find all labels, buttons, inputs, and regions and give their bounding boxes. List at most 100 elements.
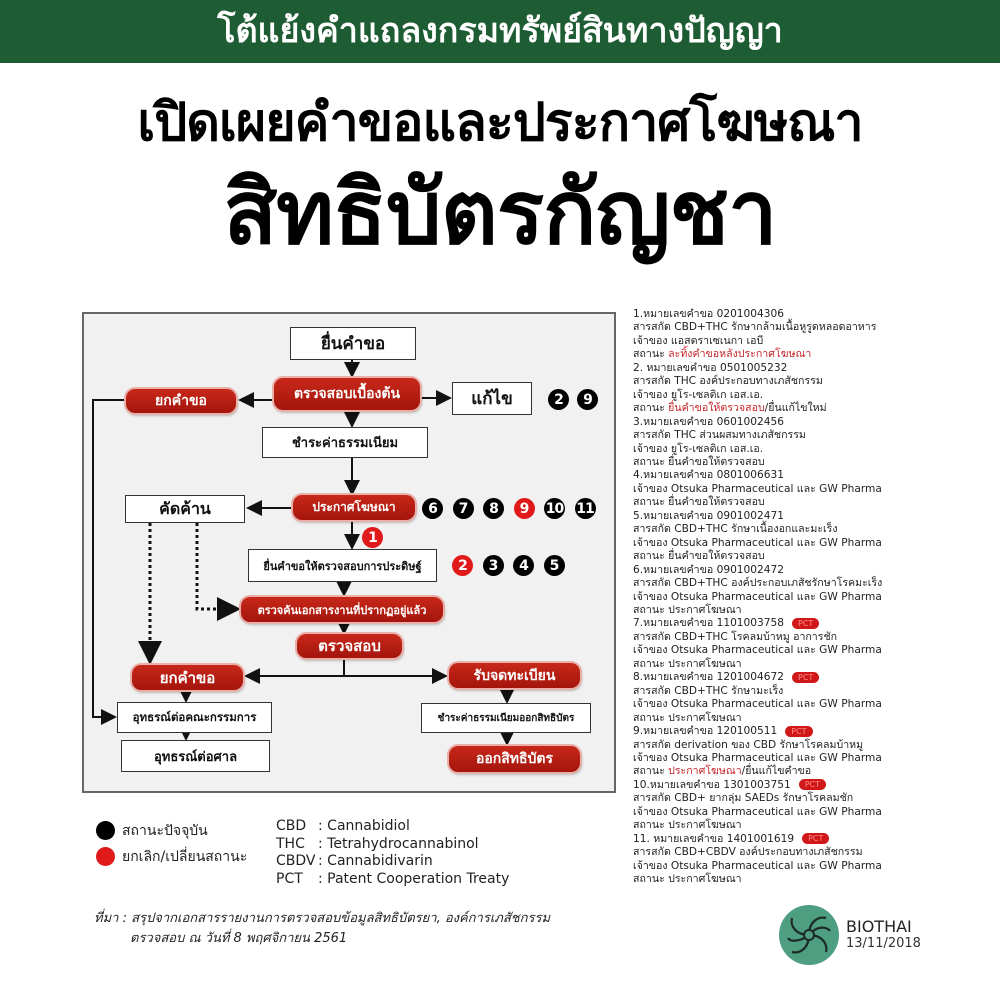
application-status: สถานะ ละทิ้งคำขอหลังประกาศโฆษณา [633,348,933,361]
application-title: 6.หมายเลขคำขอ 0901002472 [633,564,933,577]
pct-badge: PCT [798,779,827,791]
application-number-badge: 3 [482,555,504,576]
application-number-badge: 11 [574,498,596,519]
brand-date: 13/11/2018 [846,936,921,951]
application-title: 2. หมายเลขคำขอ 0501005232 [633,362,933,375]
node-grant: ออกสิทธิบัตร [449,746,580,772]
application-number-badge: 1 [362,527,383,548]
pct-badge: PCT [785,725,813,737]
abbreviation-definition: : Tetrahydrocannabinol [318,835,479,852]
application-title: 1.หมายเลขคำขอ 0201004306 [633,308,933,321]
application-number-badge: 2 [452,555,473,576]
source-line-2: ตรวจสอบ ณ วันที่ 8 พฤศจิกายน 2561 [130,931,348,946]
arrow [92,399,125,725]
application-extract: สารสกัด THC ส่วนผสมทางเภสัชกรรม [633,429,806,442]
node-prior-art-search: ตรวจค้นเอกสารงานที่ปรากฏอยู่แล้ว [241,597,443,622]
abbreviation: PCT [276,870,303,887]
application-title: 5.หมายเลขคำขอ 0901002471 [633,510,933,523]
status-label: สถานะ [633,348,669,361]
status-label: สถานะ ยื่นคำขอให้ตรวจสอบ [633,455,765,468]
application-number: 1.หมายเลขคำขอ 0201004306 [633,308,784,320]
application-status: สถานะ ประกาศโฆษณา [633,819,933,832]
application-number: 11. หมายเลขคำขอ 1401001619 [633,832,795,845]
abbreviation: CBD [276,818,307,834]
application-number-badge: 8 [483,498,504,519]
status-changed: ละทิ้งคำขอหลังประกาศโฆษณา [668,348,812,361]
application-number-badge: 5 [543,555,565,576]
application-owner: เจ้าของ Otsuka Pharmaceutical และ GW Pha… [633,590,882,603]
application-number-badge: 2 [548,389,569,410]
legend-changed: ยกเลิก/เปลี่ยนสถานะ [122,849,248,865]
application-number: 8.หมายเลขคำขอ 1201004672 [633,671,784,684]
application-status: สถานะ ยื่นคำขอให้ตรวจสอบ [633,456,933,469]
abbreviation-row: CBD: Cannabidiol [276,818,509,836]
node-oppose: คัดค้าน [125,495,245,523]
application-owner: เจ้าของ ยูโร-เซลติเก เอส.เอ. [633,442,764,455]
application-extract: สารสกัด derivation ของ CBD รักษาโรคลมบ้า… [633,738,864,751]
node-reject-bottom: ยกคำขอ [132,665,243,690]
dotted-arrow [195,523,241,621]
biothai-logo-icon [779,905,839,965]
application-extract: สารสกัด CBD+THC รักษาเนื้องอกและมะเร็ง [633,523,838,536]
application-number-badge: 9 [577,389,598,410]
application-extract: สารสกัด CBD+THC โรคลมบ้าหมู อาการชัก [633,630,838,643]
status-changed: ยื่นคำขอให้ตรวจสอบ [668,402,765,415]
application-title: 3.หมายเลขคำขอ 0601002456 [633,416,933,429]
application-number: 10.หมายเลขคำขอ 1301003751 [633,778,791,791]
application-extract: สารสกัด THC องค์ประกอบทางเภสัชกรรม [633,375,823,388]
application-status: สถานะ ประกาศโฆษณา [633,658,933,671]
node-examine: ตรวจสอบ [297,634,402,658]
abbreviation: CBDV [276,853,316,869]
node-amend: แก้ไข [452,382,532,415]
node-reject-top: ยกคำขอ [126,389,236,413]
node-submit: ยื่นคำขอ [290,327,416,360]
status-label: สถานะ ประกาศโฆษณา [633,711,742,724]
node-publish: ประกาศโฆษณา [293,495,415,520]
abbreviation-definition: : Patent Cooperation Treaty [318,870,510,887]
application-number: 3.หมายเลขคำขอ 0601002456 [633,415,784,428]
node-appeal-court: อุทธรณ์ต่อศาล [121,740,270,772]
status-changed: ประกาศโฆษณา [668,765,742,778]
application-status: สถานะ ยื่นคำขอให้ตรวจสอบ [633,496,933,509]
abbreviation-row: THC : Tetrahydrocannabinol [276,836,509,854]
node-request-exam: ยื่นคำขอให้ตรวจสอบการประดิษฐ์ [248,549,437,582]
application-owner: เจ้าของ Otsuka Pharmaceutical และ GW Pha… [633,644,882,657]
application-number: 2. หมายเลขคำขอ 0501005232 [633,361,788,374]
legend-red-dot-icon [96,847,115,866]
node-pay-fee: ชำระค่าธรรมเนียม [262,427,428,458]
node-appeal-board: อุทธรณ์ต่อคณะกรรมการ [117,702,272,733]
abbreviation: THC [276,835,305,852]
node-pay-grant-fee: ชำระค่าธรรมเนียมออกสิทธิบัตร [421,703,591,733]
application-owner: เจ้าของ Otsuka Pharmaceutical และ GW Pha… [633,698,882,711]
legend-black-dot-icon [96,821,115,840]
node-prelim-check: ตรวจสอบเบื้องต้น [274,378,420,410]
application-number: 9.หมายเลขคำขอ 120100511 [633,725,778,738]
status-label: สถานะ ประกาศโฆษณา [633,603,742,616]
application-number-badge: 4 [513,555,534,576]
application-owner: เจ้าของ แอสตราเซเนกา เอบี [633,334,764,347]
title-line-2: สิทธิบัตรกัญชา [223,161,777,264]
application-extract: สารสกัด CBD+CBDV องค์ประกอบทางเภสัชกรรม [633,846,863,859]
application-owner: เจ้าของ Otsuka Pharmaceutical และ GW Pha… [633,805,882,818]
node-register: รับจดทะเบียน [449,663,580,688]
application-status: สถานะ ยื่นคำขอให้ตรวจสอบ/ยื่นแก้ไขใหม่ [633,402,933,415]
abbreviation-row: PCT : Patent Cooperation Treaty [276,871,509,889]
application-status: สถานะ ประกาศโฆษณา [633,873,933,886]
status-label: สถานะ ประกาศโฆษณา [633,819,742,832]
application-status: สถานะ ประกาศโฆษณา [633,712,933,725]
status-label: สถานะ ยื่นคำขอให้ตรวจสอบ [633,550,765,563]
application-title: 4.หมายเลขคำขอ 0801006631 [633,469,933,482]
application-owner: เจ้าของ Otsuka Pharmaceutical และ GW Pha… [633,482,882,495]
abbreviation-row: CBDV: Cannabidivarin [276,853,509,871]
application-extract: สารสกัด CBD+THC รักษากล้ามเนื้อหูรูดหลอด… [633,321,877,334]
application-number-badge: 10 [544,498,565,519]
